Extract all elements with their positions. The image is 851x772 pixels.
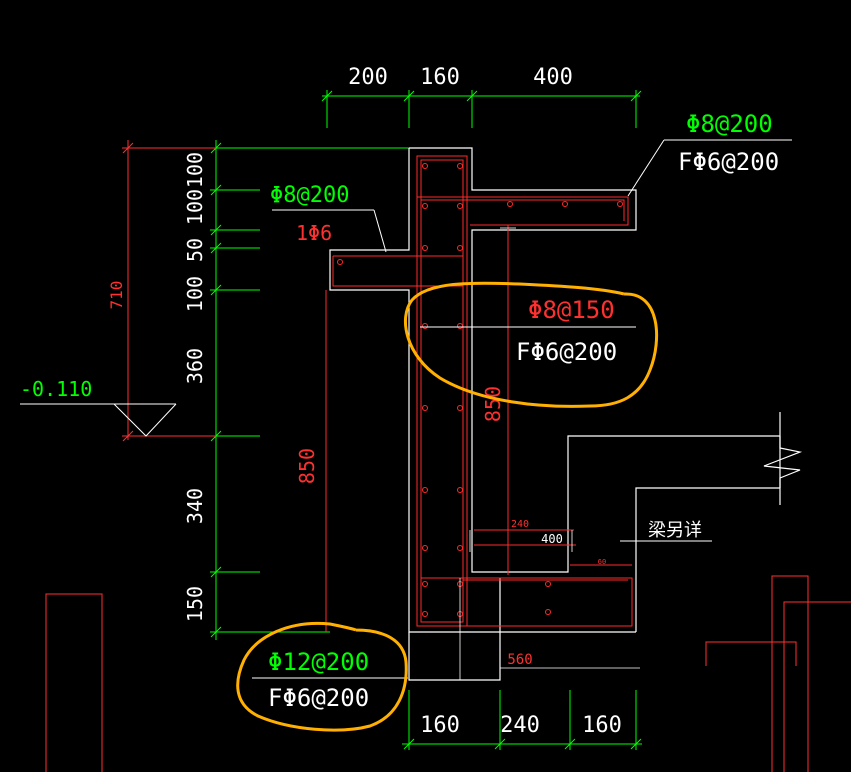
left-dimension-5: 360 xyxy=(183,348,207,384)
interior-dimension-lines xyxy=(459,227,640,680)
elevation-marker xyxy=(20,403,177,437)
concrete-outline xyxy=(329,147,803,681)
top-dimension-2: 160 xyxy=(420,65,460,90)
bottom-dimension-group xyxy=(402,690,642,750)
annotation-middle-red: Φ8@150 xyxy=(528,296,615,324)
annotation-bottom-white: FΦ6@200 xyxy=(268,684,369,712)
left-dimension-group xyxy=(210,140,410,640)
top-dimension-1: 200 xyxy=(348,65,388,90)
left-dimension-2: 100 xyxy=(183,189,207,225)
left-dimension-6: 340 xyxy=(183,488,207,524)
annotation-middle-white: FΦ6@200 xyxy=(516,338,617,366)
bottom-dimension-3: 160 xyxy=(582,713,622,738)
highlight-loop-bottom xyxy=(236,621,408,732)
left-dimension-4: 100 xyxy=(183,276,207,312)
annotation-bottom-green: Φ12@200 xyxy=(268,648,369,676)
left-dimension-1: 100 xyxy=(183,152,207,188)
elevation-label: -0.110 xyxy=(20,377,92,401)
bottom-dimension-1: 160 xyxy=(420,713,460,738)
interior-dimension-850-right: 850 xyxy=(481,386,505,422)
overall-height-dimension xyxy=(122,140,216,442)
top-dimension-group xyxy=(321,90,642,128)
annotation-left-red: 1Φ6 xyxy=(296,221,332,245)
adjacent-section-right xyxy=(705,575,851,772)
small-dimension-240: 240 xyxy=(511,519,529,530)
left-dimension-3: 50 xyxy=(183,238,207,262)
annotation-left-leader xyxy=(272,209,387,253)
left-dimension-7: 150 xyxy=(183,586,207,622)
annotation-top-right-leader xyxy=(627,139,792,197)
bottom-dimension-2: 240 xyxy=(500,713,540,738)
small-dimension-400: 400 xyxy=(541,532,563,546)
highlight-loop-middle xyxy=(404,281,659,408)
adjacent-section-left xyxy=(45,593,103,772)
top-dimension-3: 400 xyxy=(533,65,573,90)
interior-dimension-850-left: 850 xyxy=(295,448,319,484)
small-dimension-60: 60 xyxy=(598,558,606,566)
footing-dimension-560: 560 xyxy=(507,652,532,668)
rebar-bars xyxy=(337,163,623,617)
beam-note: 梁另详 xyxy=(648,520,702,541)
annotation-top-right-green: Φ8@200 xyxy=(686,110,773,138)
annotation-top-right-white: FΦ6@200 xyxy=(678,148,779,176)
overall-height-label: 710 xyxy=(107,281,126,310)
annotation-left-green: Φ8@200 xyxy=(270,183,349,208)
